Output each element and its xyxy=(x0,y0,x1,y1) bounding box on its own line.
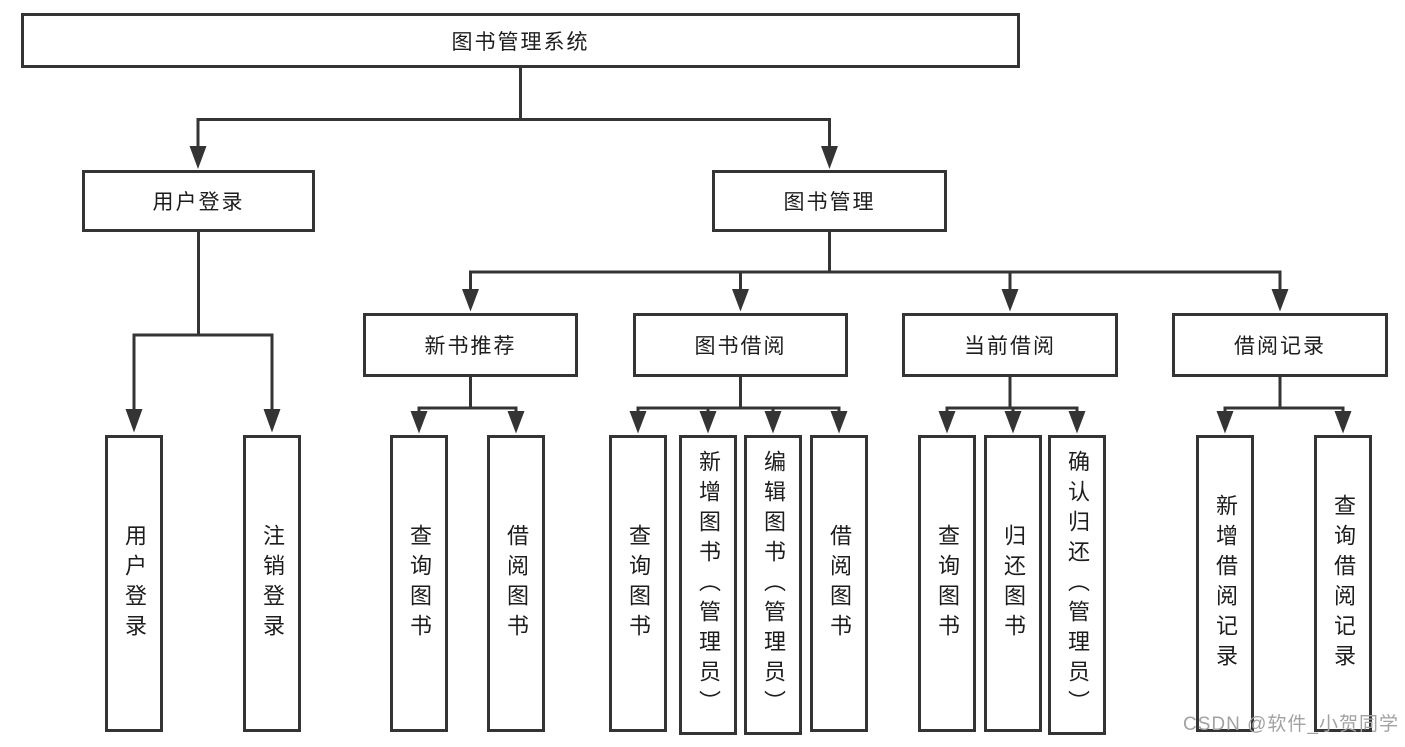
connector-root-to-level2 xyxy=(189,68,838,169)
connector-new-book-rec-to-leaves xyxy=(410,377,525,434)
connector-user-login-to-leaves xyxy=(125,232,281,433)
leaf-bb-borrow-books: 借阅图书 xyxy=(810,435,868,732)
leaf-bb-edit-books-admin: 编辑图书（管理员） xyxy=(744,435,802,735)
connector-book-borrow-to-leaves xyxy=(629,377,848,434)
node-book-management: 图书管理 xyxy=(712,170,947,232)
leaf-bb-edit-books-admin-label: 编辑图书（管理员） xyxy=(761,450,786,720)
node-book-borrowing: 图书借阅 xyxy=(633,313,848,377)
node-borrowing-records-label: 借阅记录 xyxy=(1234,335,1326,358)
leaf-user-login: 用户登录 xyxy=(105,435,163,732)
leaf-user-login-label: 用户登录 xyxy=(122,523,147,644)
leaf-bb-add-books-admin: 新增图书（管理员） xyxy=(679,435,737,735)
node-user-login: 用户登录 xyxy=(82,170,315,232)
leaf-cb-return-books-label: 归还图书 xyxy=(1001,523,1026,644)
leaf-nbr-borrow-books: 借阅图书 xyxy=(487,435,545,732)
node-new-book-recommend: 新书推荐 xyxy=(363,313,578,377)
node-borrowing-records: 借阅记录 xyxy=(1172,313,1388,377)
node-root-system-label: 图书管理系统 xyxy=(451,30,590,54)
node-book-borrowing-label: 图书借阅 xyxy=(694,335,787,358)
leaf-br-add-record: 新增借阅记录 xyxy=(1196,435,1254,732)
leaf-br-query-record: 查询借阅记录 xyxy=(1314,435,1372,732)
leaf-nbr-query-books: 查询图书 xyxy=(390,435,448,732)
leaf-cb-confirm-return-admin-label: 确认归还（管理员） xyxy=(1065,450,1090,720)
leaf-bb-query-books: 查询图书 xyxy=(609,435,667,732)
node-user-login-label: 用户登录 xyxy=(152,191,245,214)
connector-book-mgmt-to-level3 xyxy=(462,232,1289,312)
leaf-br-add-record-label: 新增借阅记录 xyxy=(1213,493,1238,674)
node-current-borrowing: 当前借阅 xyxy=(902,313,1118,377)
connector-borrow-records-to-leaves xyxy=(1216,377,1352,434)
leaf-br-query-record-label: 查询借阅记录 xyxy=(1331,493,1356,674)
connector-current-borrow-to-leaves xyxy=(938,377,1086,434)
leaf-bb-add-books-admin-label: 新增图书（管理员） xyxy=(696,450,721,720)
leaf-nbr-query-books-label: 查询图书 xyxy=(407,523,432,644)
node-new-book-recommend-label: 新书推荐 xyxy=(424,335,517,358)
leaf-bb-query-books-label: 查询图书 xyxy=(626,523,651,644)
leaf-cb-query-books: 查询图书 xyxy=(918,435,976,732)
node-root-system: 图书管理系统 xyxy=(21,13,1020,68)
leaf-cb-confirm-return-admin: 确认归还（管理员） xyxy=(1048,435,1106,735)
leaf-cb-query-books-label: 查询图书 xyxy=(935,523,960,644)
leaf-cb-return-books: 归还图书 xyxy=(984,435,1042,732)
leaf-nbr-borrow-books-label: 借阅图书 xyxy=(504,523,529,644)
leaf-logout: 注销登录 xyxy=(243,435,301,732)
csdn-watermark: CSDN @软件_小贺同学 xyxy=(1183,714,1399,735)
node-current-borrowing-label: 当前借阅 xyxy=(964,335,1056,358)
node-book-management-label: 图书管理 xyxy=(783,191,876,214)
leaf-logout-label: 注销登录 xyxy=(260,523,285,644)
leaf-bb-borrow-books-label: 借阅图书 xyxy=(827,523,852,644)
